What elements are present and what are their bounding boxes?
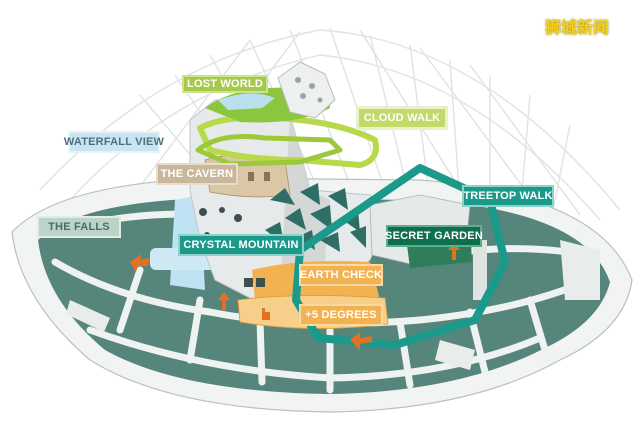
label-crystal-mountain: CRYSTAL MOUNTAIN <box>178 234 304 256</box>
arrow-falls <box>130 254 150 272</box>
floor-beds <box>66 240 600 370</box>
label-the-cavern: THE CAVERN <box>156 163 238 185</box>
label-cloud-walk: CLOUD WALK <box>356 106 448 130</box>
arrow-exit <box>350 332 372 350</box>
label-lost-world: LOST WORLD <box>182 75 268 93</box>
cloud-walk-lower-loop <box>195 134 343 167</box>
lost-world-pool <box>218 93 275 110</box>
lost-world-lattice <box>277 61 336 119</box>
arrow-entrance <box>218 292 230 310</box>
watermark: 狮城新闻 <box>545 18 610 37</box>
label-plus-5-degrees: +5 DEGREES <box>299 304 383 326</box>
signage <box>244 278 270 320</box>
label-earth-check: EARTH CHECK <box>299 264 383 286</box>
treetop-pillar <box>473 240 487 300</box>
label-treetop-walk: TREETOP WALK <box>462 185 554 207</box>
label-waterfall-view: WATERFALL VIEW <box>64 131 164 153</box>
crystal-shards <box>265 183 366 252</box>
label-secret-garden: SECRET GARDEN <box>385 225 483 247</box>
lattice-holes <box>295 77 323 103</box>
label-the-falls: THE FALLS <box>37 216 121 238</box>
